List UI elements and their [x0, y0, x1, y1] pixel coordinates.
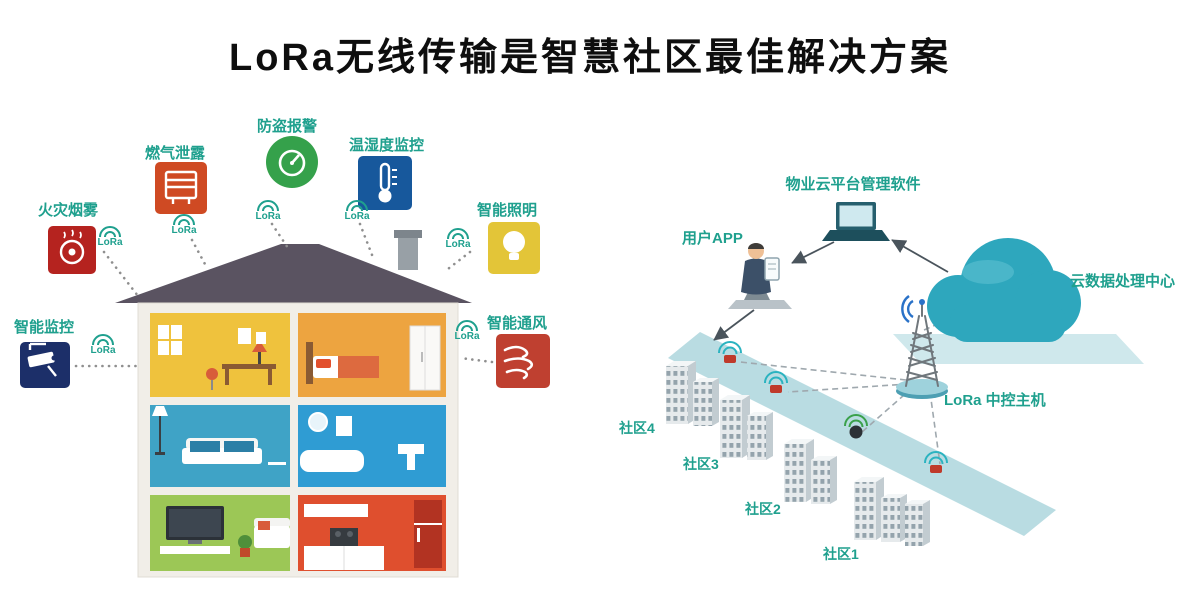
- window-blinds-icon: [164, 170, 198, 204]
- sensor-tile-light: [488, 222, 540, 274]
- gateway-icon-3: [844, 414, 868, 439]
- dotted-link-temp: [358, 222, 376, 262]
- lora-signal-chip-burglar: LoRa: [251, 199, 285, 222]
- bedroom-furniture: [306, 325, 441, 391]
- bathroom-furniture: [300, 412, 424, 472]
- lora-chip-label: LoRa: [90, 345, 116, 356]
- lora-signal-chip-gas: LoRa: [167, 213, 201, 236]
- house-roof: [115, 244, 472, 303]
- community-label-4: 社区4: [619, 420, 655, 436]
- lora-wave-icon: [257, 200, 279, 212]
- lora-signal-chip-light: LoRa: [441, 227, 475, 250]
- poster-title: LoRa无线传输是智慧社区最佳解决方案: [228, 37, 951, 79]
- lora-wave-icon: [447, 228, 469, 240]
- lora-signal-chip-temp: LoRa: [340, 199, 374, 222]
- lora-wave-icon: [346, 200, 368, 212]
- kitchen-furniture: [304, 500, 442, 570]
- lora-signal-chip-monitor: LoRa: [86, 333, 120, 356]
- community-label-1: 社区1: [823, 546, 859, 562]
- dashed-link-gateway-1: [739, 361, 907, 381]
- lora-signal-chip-vent: LoRa: [450, 319, 484, 342]
- buildings-community-3: [720, 395, 773, 460]
- lora-chip-label: LoRa: [344, 211, 370, 222]
- sensor-dotted-links: [74, 222, 494, 368]
- user-person-icon: [728, 243, 792, 309]
- sensor-label-gas: 燃气泄露: [145, 145, 206, 162]
- dotted-link-burglar: [270, 222, 290, 250]
- community-label-2: 社区2: [745, 501, 781, 517]
- network-diagram: [666, 202, 1144, 546]
- tv-room-furniture: [160, 506, 290, 557]
- cloud-icon: [927, 238, 1081, 342]
- sensor-label-light: 智能照明: [477, 202, 538, 219]
- sensor-label-temp: 温湿度监控: [349, 137, 425, 154]
- chimney: [394, 230, 422, 270]
- dotted-link-vent: [458, 356, 494, 364]
- dashed-link-gateway-2: [787, 383, 909, 393]
- buildings-community-4: [666, 361, 719, 426]
- gauge-icon: [278, 149, 306, 177]
- sensor-label-vent: 智能通风: [487, 315, 548, 332]
- arrow-laptop-to-user: [791, 241, 835, 264]
- cloud-shadow-band: [893, 334, 1144, 364]
- sensor-tile-vent: [496, 334, 550, 388]
- sensor-tile-burglar: [266, 136, 318, 188]
- arrow-cloud-to-laptop: [891, 239, 949, 273]
- sensor-tile-temp: [358, 156, 412, 210]
- buildings-community-1: [854, 477, 930, 546]
- dotted-link-fire: [102, 250, 140, 298]
- cctv-camera-icon: [27, 342, 57, 377]
- sensor-tile-monitor: [20, 342, 70, 388]
- house-illustration: [20, 136, 550, 578]
- platform-software-label: 物业云平台管理软件: [785, 176, 921, 193]
- buildings-community-2: [784, 439, 837, 504]
- study-furniture: [158, 325, 276, 390]
- lora-wave-icon: [173, 214, 195, 226]
- lora-chip-label: LoRa: [97, 237, 123, 248]
- wind-icon: [503, 345, 534, 380]
- sensor-tile-fire: [48, 226, 96, 274]
- lora-host-label: LoRa 中控主机: [944, 392, 1046, 409]
- lora-chip-label: LoRa: [454, 331, 480, 342]
- lora-chip-label: LoRa: [255, 211, 281, 222]
- lora-chip-label: LoRa: [171, 225, 197, 236]
- arrow-user-to-band: [713, 309, 755, 341]
- lora-wave-icon: [456, 320, 478, 332]
- lora-chip-label: LoRa: [445, 239, 471, 250]
- user-app-label: 用户APP: [682, 230, 743, 247]
- smoke-detector-icon: [59, 229, 85, 265]
- lora-signal-chip-fire: LoRa: [93, 225, 127, 248]
- lora-wave-icon: [99, 226, 121, 238]
- lora-wave-icon: [92, 334, 114, 346]
- living-furniture: [152, 406, 286, 465]
- laptop-icon: [822, 202, 890, 241]
- community-label-3: 社区3: [683, 456, 719, 472]
- lora-tower-icon: [896, 295, 948, 399]
- bulb-icon: [503, 231, 525, 260]
- cloud-center-label: 云数据处理中心: [1070, 273, 1176, 290]
- sensor-tile-gas: [155, 162, 207, 214]
- dotted-link-gas: [190, 238, 208, 268]
- thermometer-icon: [378, 162, 397, 203]
- sensor-label-monitor: 智能监控: [14, 319, 75, 336]
- sensor-label-fire: 火灾烟雾: [38, 202, 99, 219]
- flow-arrows: [713, 239, 949, 341]
- sensor-label-burglar: 防盗报警: [257, 118, 318, 135]
- dotted-link-light: [442, 250, 472, 274]
- dashed-link-cloud: [923, 315, 957, 331]
